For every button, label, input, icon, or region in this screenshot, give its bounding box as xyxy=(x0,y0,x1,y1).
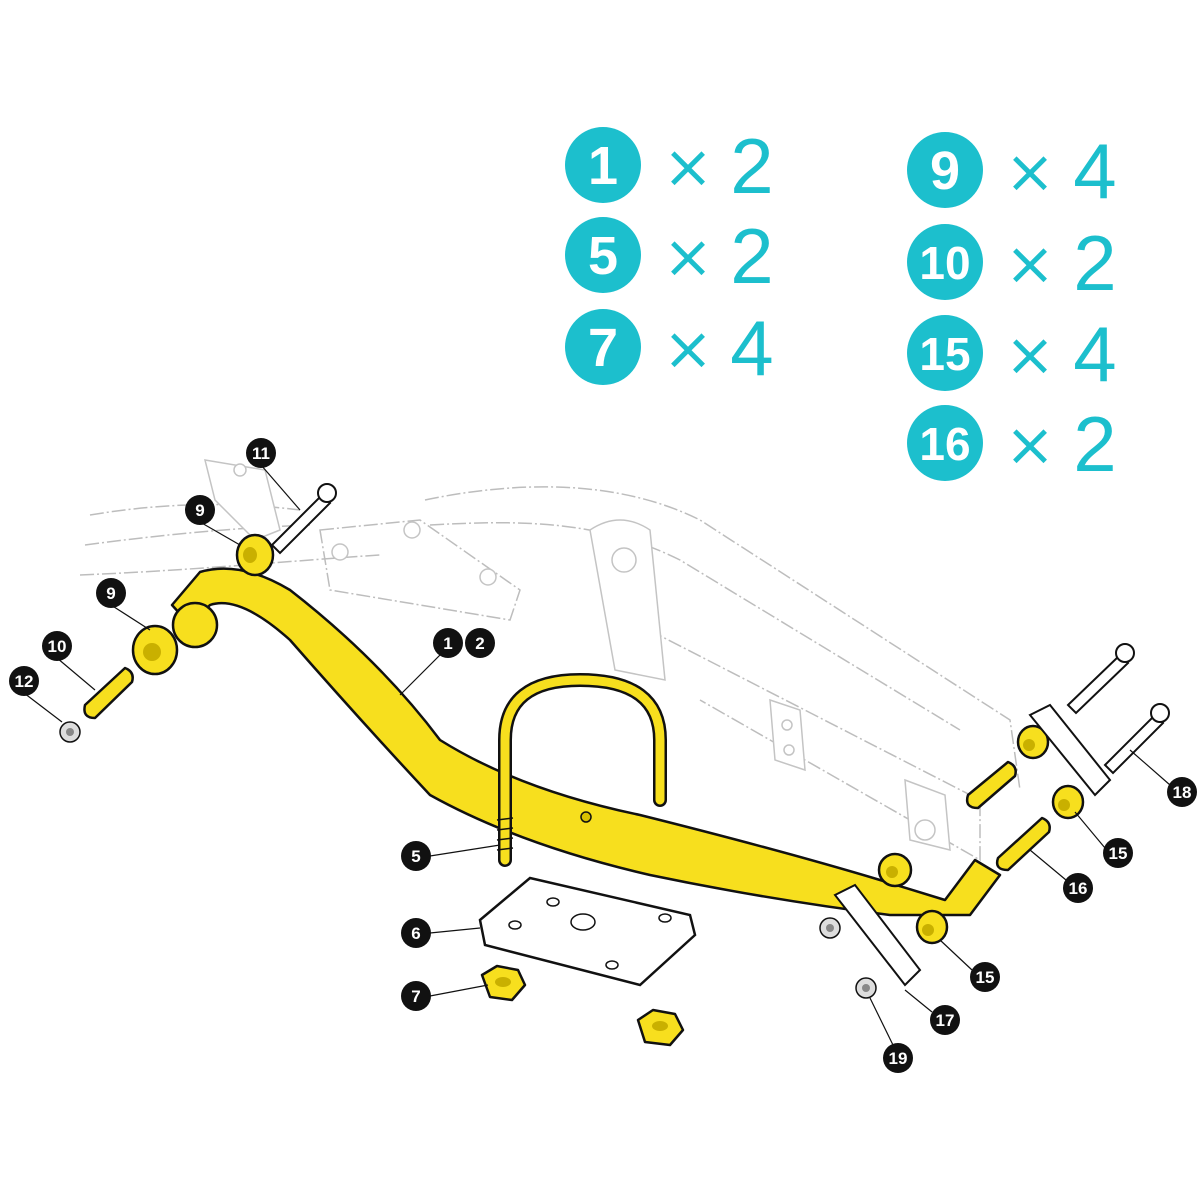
lock-nut xyxy=(59,721,81,743)
callout: 1 xyxy=(433,628,463,658)
svg-text:×: × xyxy=(663,314,713,384)
lock-nut xyxy=(819,917,841,939)
svg-text:1: 1 xyxy=(443,634,452,653)
legend-item: 9 × 4 xyxy=(907,127,1117,215)
svg-text:19: 19 xyxy=(889,1049,908,1068)
svg-text:9: 9 xyxy=(106,584,115,603)
vehicle-frame-outline xyxy=(79,459,1021,862)
svg-text:4: 4 xyxy=(730,304,773,392)
svg-text:15: 15 xyxy=(976,968,995,987)
spring-plate xyxy=(478,876,697,987)
leader-lines xyxy=(23,464,1171,1046)
sleeve xyxy=(965,760,1017,810)
svg-text:2: 2 xyxy=(730,122,773,210)
svg-text:12: 12 xyxy=(15,672,34,691)
svg-text:×: × xyxy=(1005,137,1055,207)
callout: 2 xyxy=(465,628,495,658)
svg-text:15: 15 xyxy=(1109,844,1128,863)
svg-text:6: 6 xyxy=(411,924,420,943)
sleeve xyxy=(83,666,134,720)
svg-text:18: 18 xyxy=(1173,783,1192,802)
callout: 17 xyxy=(930,1005,960,1035)
svg-text:2: 2 xyxy=(730,212,773,300)
sleeve xyxy=(995,816,1051,872)
bushing xyxy=(915,909,949,945)
bushing xyxy=(1051,784,1085,820)
shackle-plate xyxy=(1028,703,1112,797)
legend-item: 1 ×2 xyxy=(565,122,774,210)
svg-text:4: 4 xyxy=(1073,310,1116,398)
callout: 15 xyxy=(970,962,1000,992)
legend-item: 7 ×4 xyxy=(565,304,774,392)
bushing xyxy=(171,601,219,649)
svg-text:9: 9 xyxy=(195,501,204,520)
leaf-spring xyxy=(170,567,1002,917)
callout: 18 xyxy=(1167,777,1197,807)
svg-text:×: × xyxy=(1005,320,1055,390)
svg-text:2: 2 xyxy=(1073,400,1116,488)
callout: 19 xyxy=(883,1043,913,1073)
svg-text:15: 15 xyxy=(919,328,970,380)
callout: 5 xyxy=(401,841,431,871)
svg-text:9: 9 xyxy=(930,141,960,201)
nut xyxy=(480,964,527,1002)
svg-text:7: 7 xyxy=(411,987,420,1006)
legend-item: 5 ×2 xyxy=(565,212,774,300)
svg-text:2: 2 xyxy=(1073,219,1116,307)
svg-text:10: 10 xyxy=(919,237,970,289)
callout: 10 xyxy=(42,631,72,661)
svg-text:17: 17 xyxy=(936,1011,955,1030)
callout: 9 xyxy=(185,495,215,525)
shackle-plate xyxy=(833,883,922,987)
callout: 7 xyxy=(401,981,431,1011)
bushing xyxy=(877,852,913,888)
bushing xyxy=(235,533,275,577)
quantity-legend: 1×2 5×2 7×4 9×4 10×2 15×4 16×2 xyxy=(565,122,1117,488)
legend-item: 10 × 2 xyxy=(907,219,1117,307)
svg-text:4: 4 xyxy=(1073,127,1116,215)
legend-item: 15 × 4 xyxy=(907,310,1117,398)
svg-text:16: 16 xyxy=(919,418,970,470)
legend-item: 16 × 2 xyxy=(907,400,1117,488)
svg-text:×: × xyxy=(663,222,713,292)
svg-text:2: 2 xyxy=(475,634,484,653)
callout: 16 xyxy=(1063,873,1093,903)
bushing xyxy=(1016,724,1050,760)
svg-text:16: 16 xyxy=(1069,879,1088,898)
callout: 9 xyxy=(96,578,126,608)
svg-text:10: 10 xyxy=(48,637,67,656)
svg-text:×: × xyxy=(663,132,713,202)
svg-text:×: × xyxy=(1005,410,1055,480)
nut xyxy=(636,1008,685,1047)
svg-text:1: 1 xyxy=(588,136,618,196)
bushing xyxy=(131,624,179,676)
callout: 6 xyxy=(401,918,431,948)
svg-text:5: 5 xyxy=(411,847,420,866)
callout: 11 xyxy=(246,438,276,468)
bolt xyxy=(270,483,337,555)
callout: 15 xyxy=(1103,838,1133,868)
lock-nut xyxy=(855,977,877,999)
svg-text:11: 11 xyxy=(252,444,270,463)
bolt xyxy=(1103,703,1170,775)
callout: 12 xyxy=(9,666,39,696)
svg-text:7: 7 xyxy=(588,318,618,378)
svg-text:×: × xyxy=(1005,229,1055,299)
svg-text:5: 5 xyxy=(588,226,618,286)
bolt xyxy=(1066,643,1135,715)
